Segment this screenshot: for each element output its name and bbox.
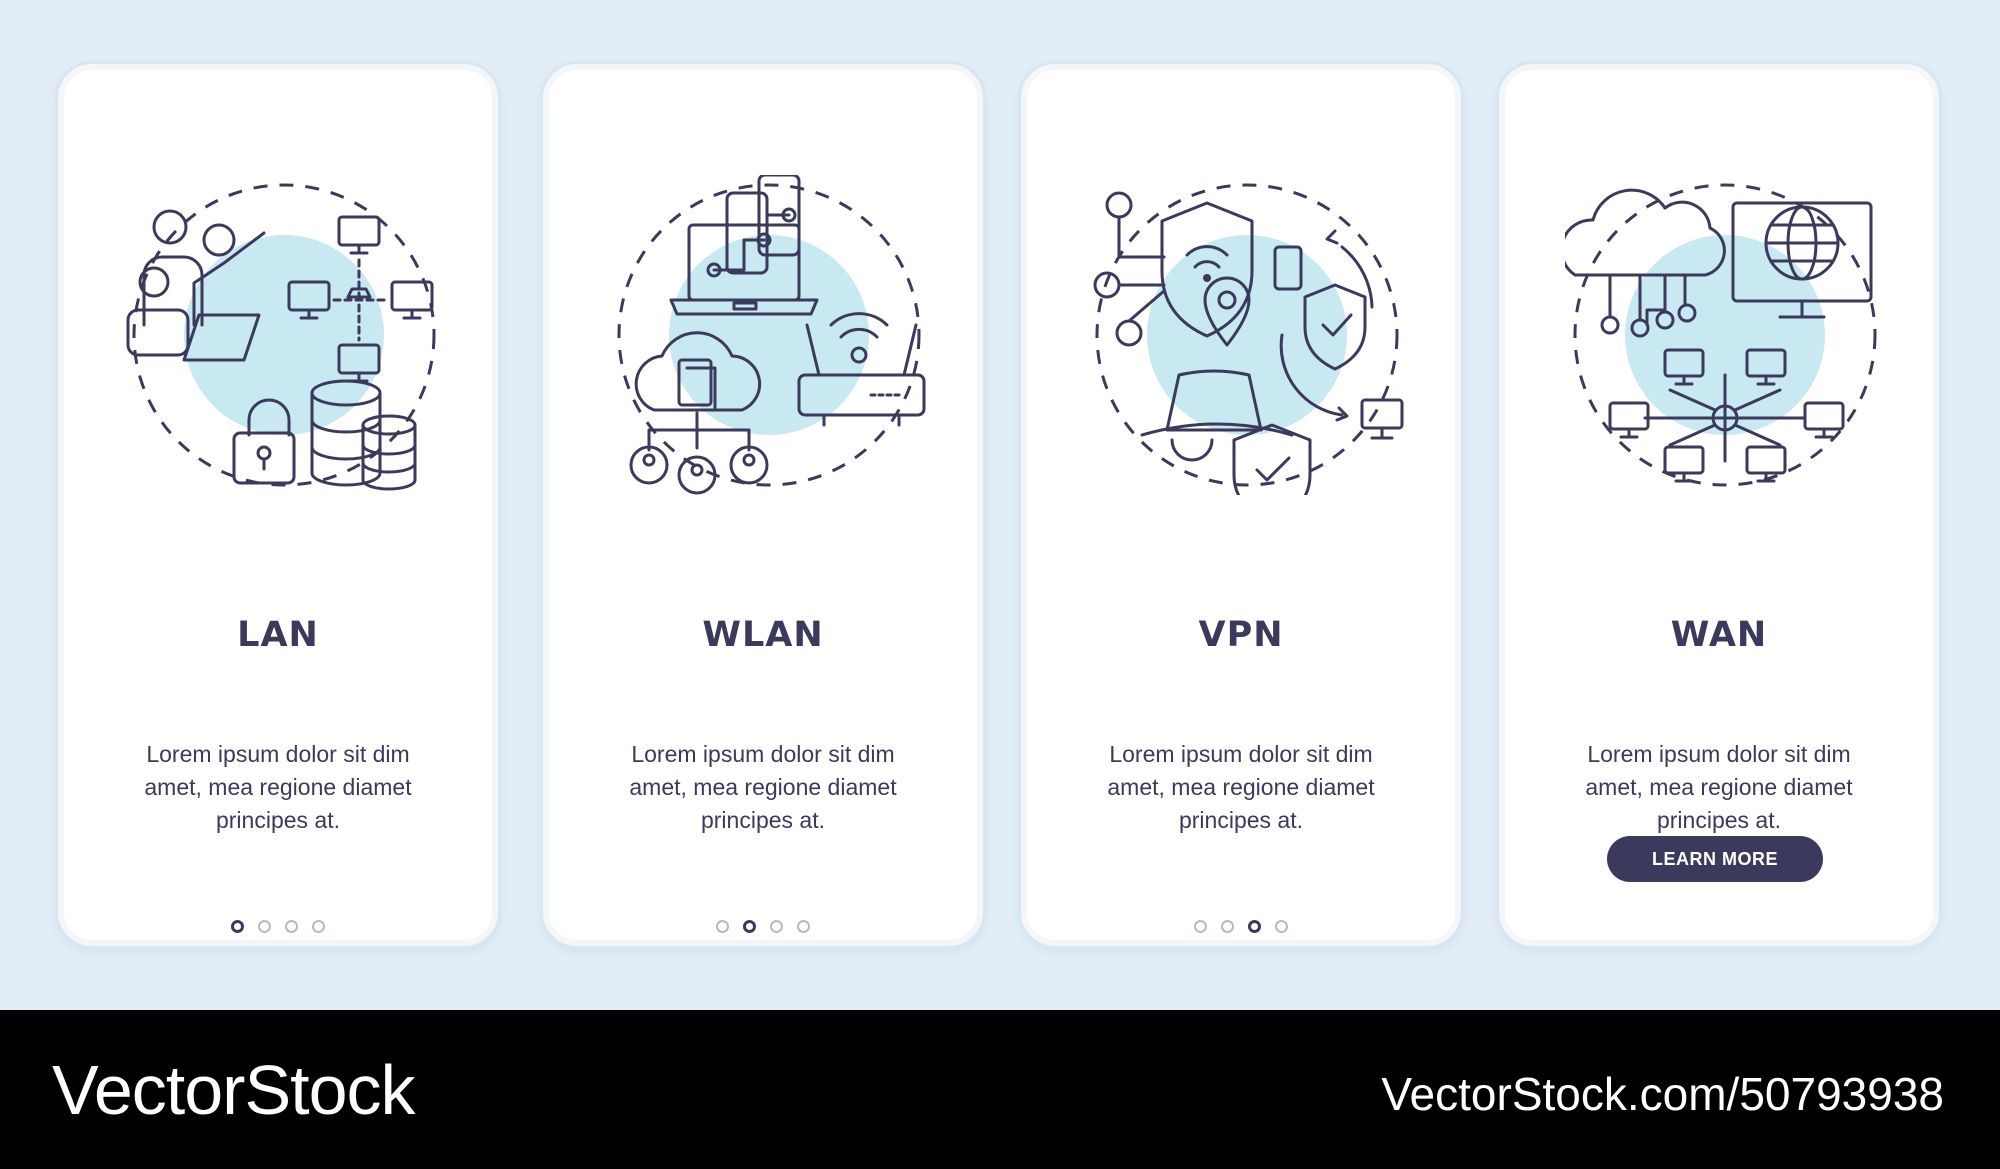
learn-more-button[interactable]: LEARN MORE — [1607, 836, 1823, 882]
pagination-dot-2[interactable] — [258, 920, 271, 933]
vpn-shield-icon — [1087, 175, 1407, 495]
screen-wlan: WLAN Lorem ipsum dolor sit dim amet, mea… — [543, 64, 983, 946]
pagination-dot-1[interactable] — [716, 920, 729, 933]
pagination-dot-4[interactable] — [312, 920, 325, 933]
pagination-dot-4[interactable] — [797, 920, 810, 933]
wan-globe-icon — [1565, 175, 1885, 495]
screen-description: Lorem ipsum dolor sit dim amet, mea regi… — [1585, 741, 1853, 833]
screen-title: LAN — [237, 615, 319, 655]
screen-wan: WAN Lorem ipsum dolor sit dim amet, mea … — [1499, 64, 1939, 946]
stock-url: VectorStock.com/50793938 — [1381, 1068, 1944, 1120]
lan-network-icon — [124, 175, 444, 495]
screen-title: WLAN — [702, 615, 824, 655]
pagination-dot-4[interactable] — [1275, 920, 1288, 933]
pagination-dots — [1027, 920, 1455, 933]
pagination-dot-3[interactable] — [770, 920, 783, 933]
pagination-dot-2[interactable] — [743, 920, 756, 933]
pagination-dot-1[interactable] — [231, 920, 244, 933]
pagination-dot-3[interactable] — [285, 920, 298, 933]
pagination-dot-2[interactable] — [1221, 920, 1234, 933]
onboarding-screens: LAN Lorem ipsum dolor sit dim amet, mea … — [58, 64, 1939, 946]
screen-description: Lorem ipsum dolor sit dim amet, mea regi… — [144, 741, 412, 833]
screen-vpn: VPN Lorem ipsum dolor sit dim amet, mea … — [1021, 64, 1461, 946]
screen-description: Lorem ipsum dolor sit dim amet, mea regi… — [1107, 741, 1375, 833]
screen-title: VPN — [1198, 615, 1284, 655]
screen-lan: LAN Lorem ipsum dolor sit dim amet, mea … — [58, 64, 498, 946]
watermark-footer: VectorStock VectorStock.com/50793938 — [0, 1010, 2000, 1169]
screen-description: Lorem ipsum dolor sit dim amet, mea regi… — [629, 741, 897, 833]
pagination-dot-3[interactable] — [1248, 920, 1261, 933]
brand-logo: VectorStock — [52, 1051, 416, 1129]
wlan-network-icon — [609, 175, 929, 495]
screen-title: WAN — [1670, 615, 1768, 655]
pagination-dots — [549, 920, 977, 933]
pagination-dot-1[interactable] — [1194, 920, 1207, 933]
pagination-dots — [64, 920, 492, 933]
